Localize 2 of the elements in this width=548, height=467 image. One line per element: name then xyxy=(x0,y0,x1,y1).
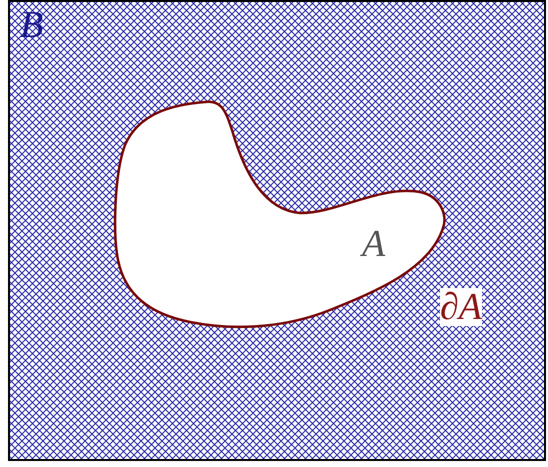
boundary-label: ∂A xyxy=(440,288,482,326)
set-label: A xyxy=(362,225,386,263)
